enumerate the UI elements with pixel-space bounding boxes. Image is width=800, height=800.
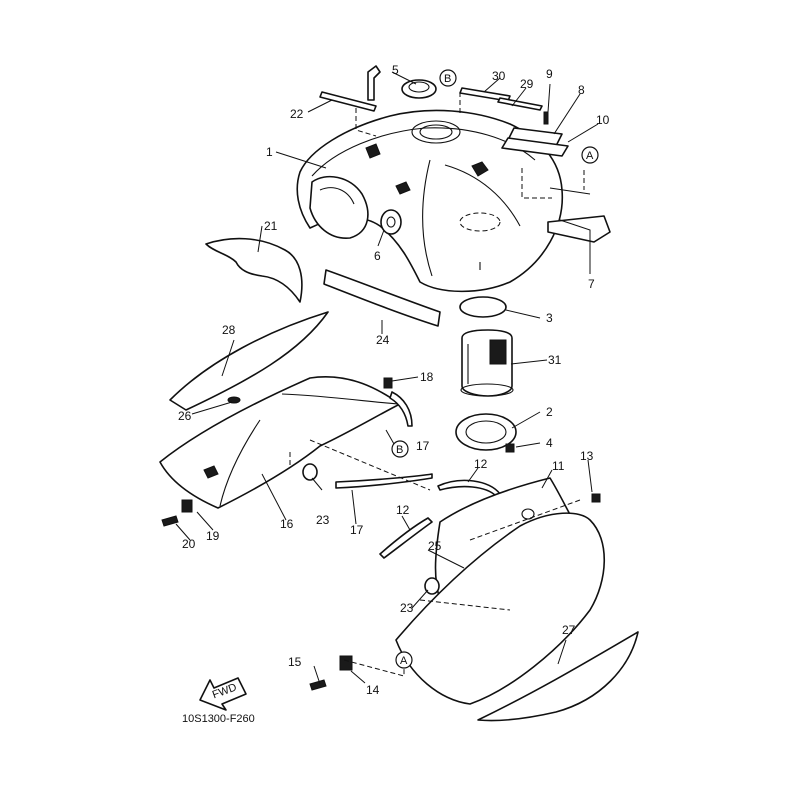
leader-lines (175, 71, 599, 685)
screw-4 (505, 443, 515, 453)
fuel-pump-31 (460, 329, 514, 397)
ref-mark-b-bottom (391, 440, 409, 458)
callout-labels: 1 2 3 4 5 6 7 8 9 10 11 12 12 13 14 15 1… (178, 63, 610, 697)
callout-15: 15 (288, 655, 302, 669)
callout-28: 28 (222, 323, 236, 337)
callout-25: 25 (428, 539, 442, 553)
callout-20: 20 (182, 537, 196, 551)
callout-23-right: 23 (400, 601, 414, 615)
ref-mark-b-bottom-label: B (396, 444, 403, 456)
callout-19: 19 (206, 529, 220, 543)
callout-27: 27 (562, 623, 576, 637)
callout-7: 7 (588, 277, 595, 291)
damper-6 (380, 209, 402, 235)
callout-29: 29 (520, 77, 534, 91)
key (367, 65, 381, 101)
ref-mark-a-bottom-label: A (400, 655, 408, 667)
callout-9: 9 (546, 67, 553, 81)
callout-31: 31 (548, 353, 562, 367)
callout-2: 2 (546, 405, 553, 419)
ref-mark-b-top-label: B (444, 73, 451, 85)
grommet-23-right (424, 577, 440, 595)
seal-2 (455, 413, 517, 451)
callout-17-top: 17 (416, 439, 430, 453)
callout-21: 21 (264, 219, 278, 233)
callout-18: 18 (420, 370, 434, 384)
callout-4: 4 (546, 436, 553, 450)
callout-13: 13 (580, 449, 594, 463)
callout-22: 22 (290, 107, 304, 121)
callout-8: 8 (578, 83, 585, 97)
ref-mark-b-top (439, 69, 457, 87)
strip-12-bottom (379, 517, 433, 559)
bolt-9 (543, 111, 549, 125)
callout-6: 6 (374, 249, 381, 263)
bolt-18 (383, 377, 393, 389)
gasket-3 (459, 296, 507, 318)
side-cover-27 (477, 631, 639, 722)
cover-21 (205, 237, 303, 303)
damper-7 (547, 215, 611, 243)
bolt-13 (591, 493, 601, 503)
ref-mark-a-bottom (395, 651, 413, 669)
ref-mark-a-top (581, 146, 599, 164)
callout-14: 14 (366, 683, 380, 697)
callout-3: 3 (546, 311, 553, 325)
side-cover-16 (159, 376, 401, 509)
emblem-26 (227, 396, 241, 404)
callout-24: 24 (376, 333, 390, 347)
reference-marks: B A B A (391, 69, 599, 669)
bolt-20 (161, 515, 179, 527)
bolt-15 (309, 679, 327, 691)
callout-5: 5 (392, 63, 399, 77)
fuel-cap (401, 79, 437, 99)
damper-10 (501, 137, 569, 157)
clip-19 (181, 499, 193, 513)
strip-12-top (437, 479, 501, 497)
fuel-tank (296, 109, 564, 293)
callout-1: 1 (266, 145, 273, 159)
drawing-code: 10S1300-F260 (182, 713, 255, 725)
callout-10: 10 (596, 113, 610, 127)
clip-14 (339, 655, 353, 671)
callout-12-top: 12 (474, 457, 488, 471)
callout-12-bottom: 12 (396, 503, 410, 517)
assembly-lines (289, 92, 585, 677)
fwd-arrow-icon: FWD (199, 677, 247, 711)
ref-mark-a-top-label: A (586, 150, 594, 162)
callout-30: 30 (492, 69, 506, 83)
strip-17b (389, 391, 413, 427)
plate-24 (323, 269, 441, 327)
callout-16: 16 (280, 517, 294, 531)
strip-22 (319, 91, 377, 112)
strip-29 (497, 97, 543, 111)
callout-23-left: 23 (316, 513, 330, 527)
strip-17 (335, 473, 433, 489)
callout-11: 11 (552, 459, 565, 473)
grommet-23-left (302, 463, 318, 481)
side-cover-28 (169, 311, 329, 411)
callout-17-bottom: 17 (350, 523, 364, 537)
callout-26: 26 (178, 409, 192, 423)
